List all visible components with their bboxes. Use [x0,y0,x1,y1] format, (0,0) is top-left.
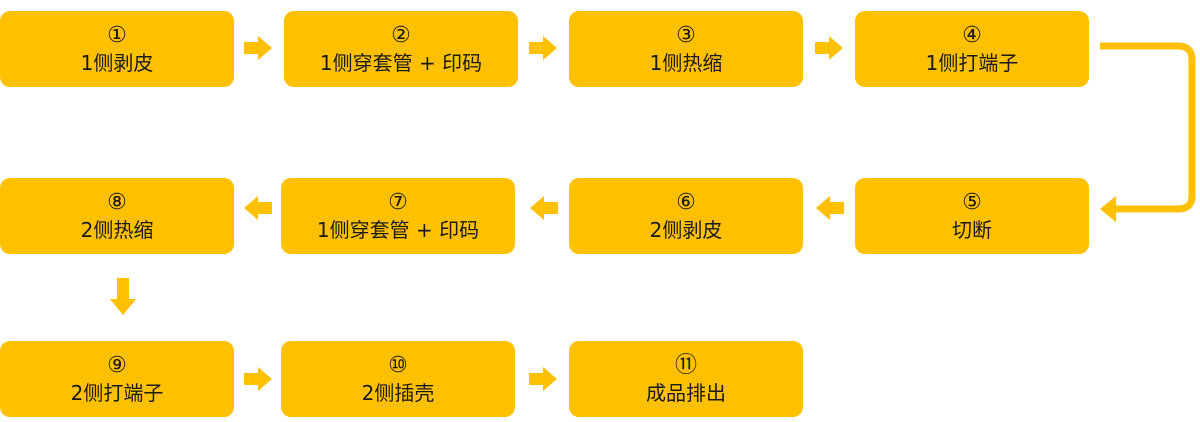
step-4-box: ④ 1侧打端子 [855,11,1089,87]
step-3-box: ③ 1侧热缩 [569,11,803,87]
step-1-number: ① [107,22,127,48]
step-7-box: ⑦ 1侧穿套管 + 印码 [281,178,515,254]
arrow-left-icon [816,196,844,220]
step-9-label: 2侧打端子 [70,380,164,405]
step-10-label: 2侧插壳 [361,380,435,405]
arrow-left-icon [244,196,272,220]
step-2-label: 1侧穿套管 + 印码 [319,50,483,75]
arrow-down-icon [110,278,136,315]
step-11-number: ⑪ [674,352,697,378]
step-3-label: 1侧热缩 [649,50,723,75]
step-5-box: ⑤ 切断 [855,178,1089,254]
step-10-number: ⑩ [388,352,408,378]
step-2-box: ② 1侧穿套管 + 印码 [284,11,518,87]
step-6-number: ⑥ [676,189,696,215]
step-8-box: ⑧ 2侧热缩 [0,178,234,254]
arrow-left-icon [530,196,558,220]
arrow-right-icon [244,367,272,391]
step-8-label: 2侧热缩 [80,217,154,242]
step-11-label: 成品排出 [646,380,726,405]
arrow-right-icon [244,36,272,60]
curved-connector [1100,42,1196,213]
arrow-left-icon [1100,196,1116,222]
step-3-number: ③ [676,22,696,48]
step-9-number: ⑨ [107,352,127,378]
step-8-number: ⑧ [107,189,127,215]
arrow-right-icon [529,36,557,60]
step-5-label: 切断 [952,217,992,242]
step-7-label: 1侧穿套管 + 印码 [316,217,480,242]
step-4-number: ④ [962,22,982,48]
step-6-box: ⑥ 2侧剥皮 [569,178,803,254]
step-5-number: ⑤ [962,189,982,215]
arrow-right-icon [815,36,843,60]
step-7-number: ⑦ [388,189,408,215]
step-9-box: ⑨ 2侧打端子 [0,341,234,417]
step-6-label: 2侧剥皮 [649,217,723,242]
step-11-box: ⑪ 成品排出 [569,341,803,417]
step-1-label: 1侧剥皮 [80,50,154,75]
step-2-number: ② [391,22,411,48]
arrow-right-icon [529,367,557,391]
step-10-box: ⑩ 2侧插壳 [281,341,515,417]
step-4-label: 1侧打端子 [925,50,1019,75]
step-1-box: ① 1侧剥皮 [0,11,234,87]
